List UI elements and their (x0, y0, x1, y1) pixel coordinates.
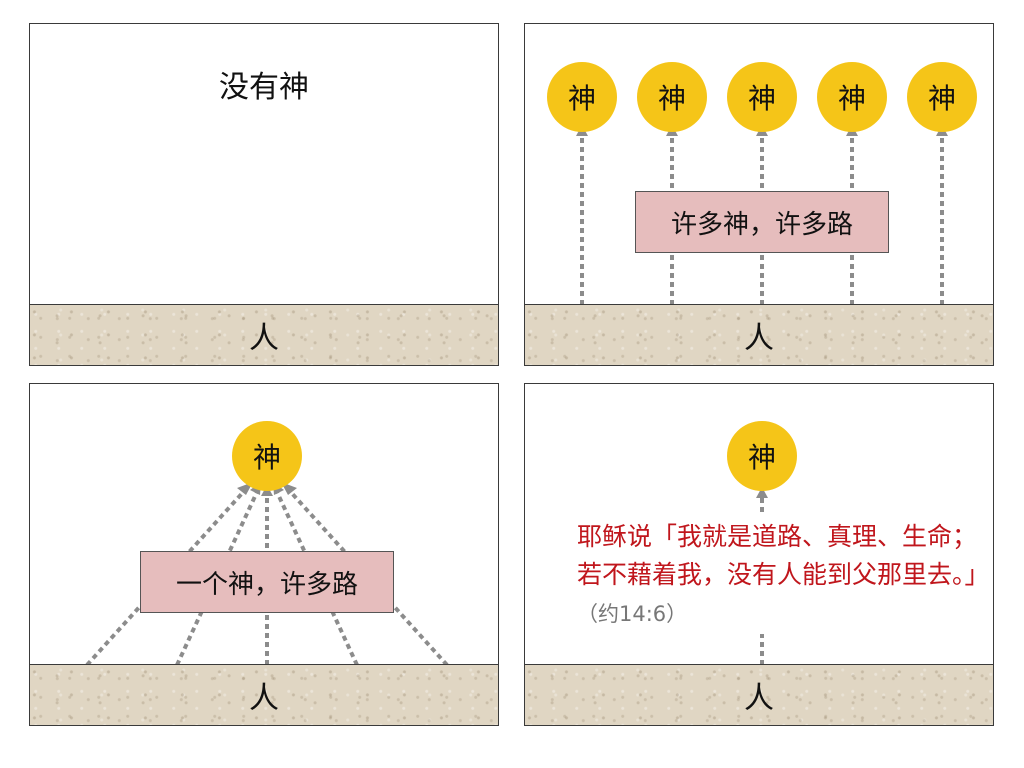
god-circle: 神 (637, 62, 707, 132)
god-circle: 神 (727, 421, 797, 491)
arrow-up (936, 125, 948, 305)
god-circle: 神 (727, 62, 797, 132)
ground (525, 304, 993, 365)
panel-one-way: 神 耶稣说「我就是道路、真理、生命；若不藉着我，没有人能到父那里去。」 （约14:… (524, 383, 994, 726)
god-circle: 神 (817, 62, 887, 132)
person-label: 人 (249, 320, 279, 356)
person-label: 人 (744, 680, 774, 716)
person-label: 人 (744, 320, 774, 356)
panel-no-god: 没有神 人 (29, 23, 499, 366)
scripture-reference: （约14:6） (577, 602, 688, 626)
panel-one-god-many-roads: 神 一个神，许多路 人 (29, 383, 499, 726)
quote-text: 耶稣说「我就是道路、真理、生命；若不藉着我，没有人能到父那里去。」 (577, 522, 990, 589)
god-circle: 神 (232, 421, 302, 491)
panel-many-gods: 神 神 神 神 神 许多神，许多路 人 (524, 23, 994, 366)
many-gods-label: 许多神，许多路 (635, 191, 889, 253)
scripture-quote: 耶稣说「我就是道路、真理、生命；若不藉着我，没有人能到父那里去。」 （约14:6） (577, 518, 990, 633)
arrow-up (756, 487, 768, 665)
arrow-up (576, 125, 588, 305)
ground (30, 304, 498, 365)
god-circle: 神 (547, 62, 617, 132)
one-god-label: 一个神，许多路 (140, 551, 394, 613)
arrow-layer (756, 487, 768, 665)
panel-title: 没有神 (219, 70, 309, 105)
god-circle: 神 (907, 62, 977, 132)
person-label: 人 (249, 680, 279, 716)
ground (30, 664, 498, 725)
ground (525, 664, 993, 725)
